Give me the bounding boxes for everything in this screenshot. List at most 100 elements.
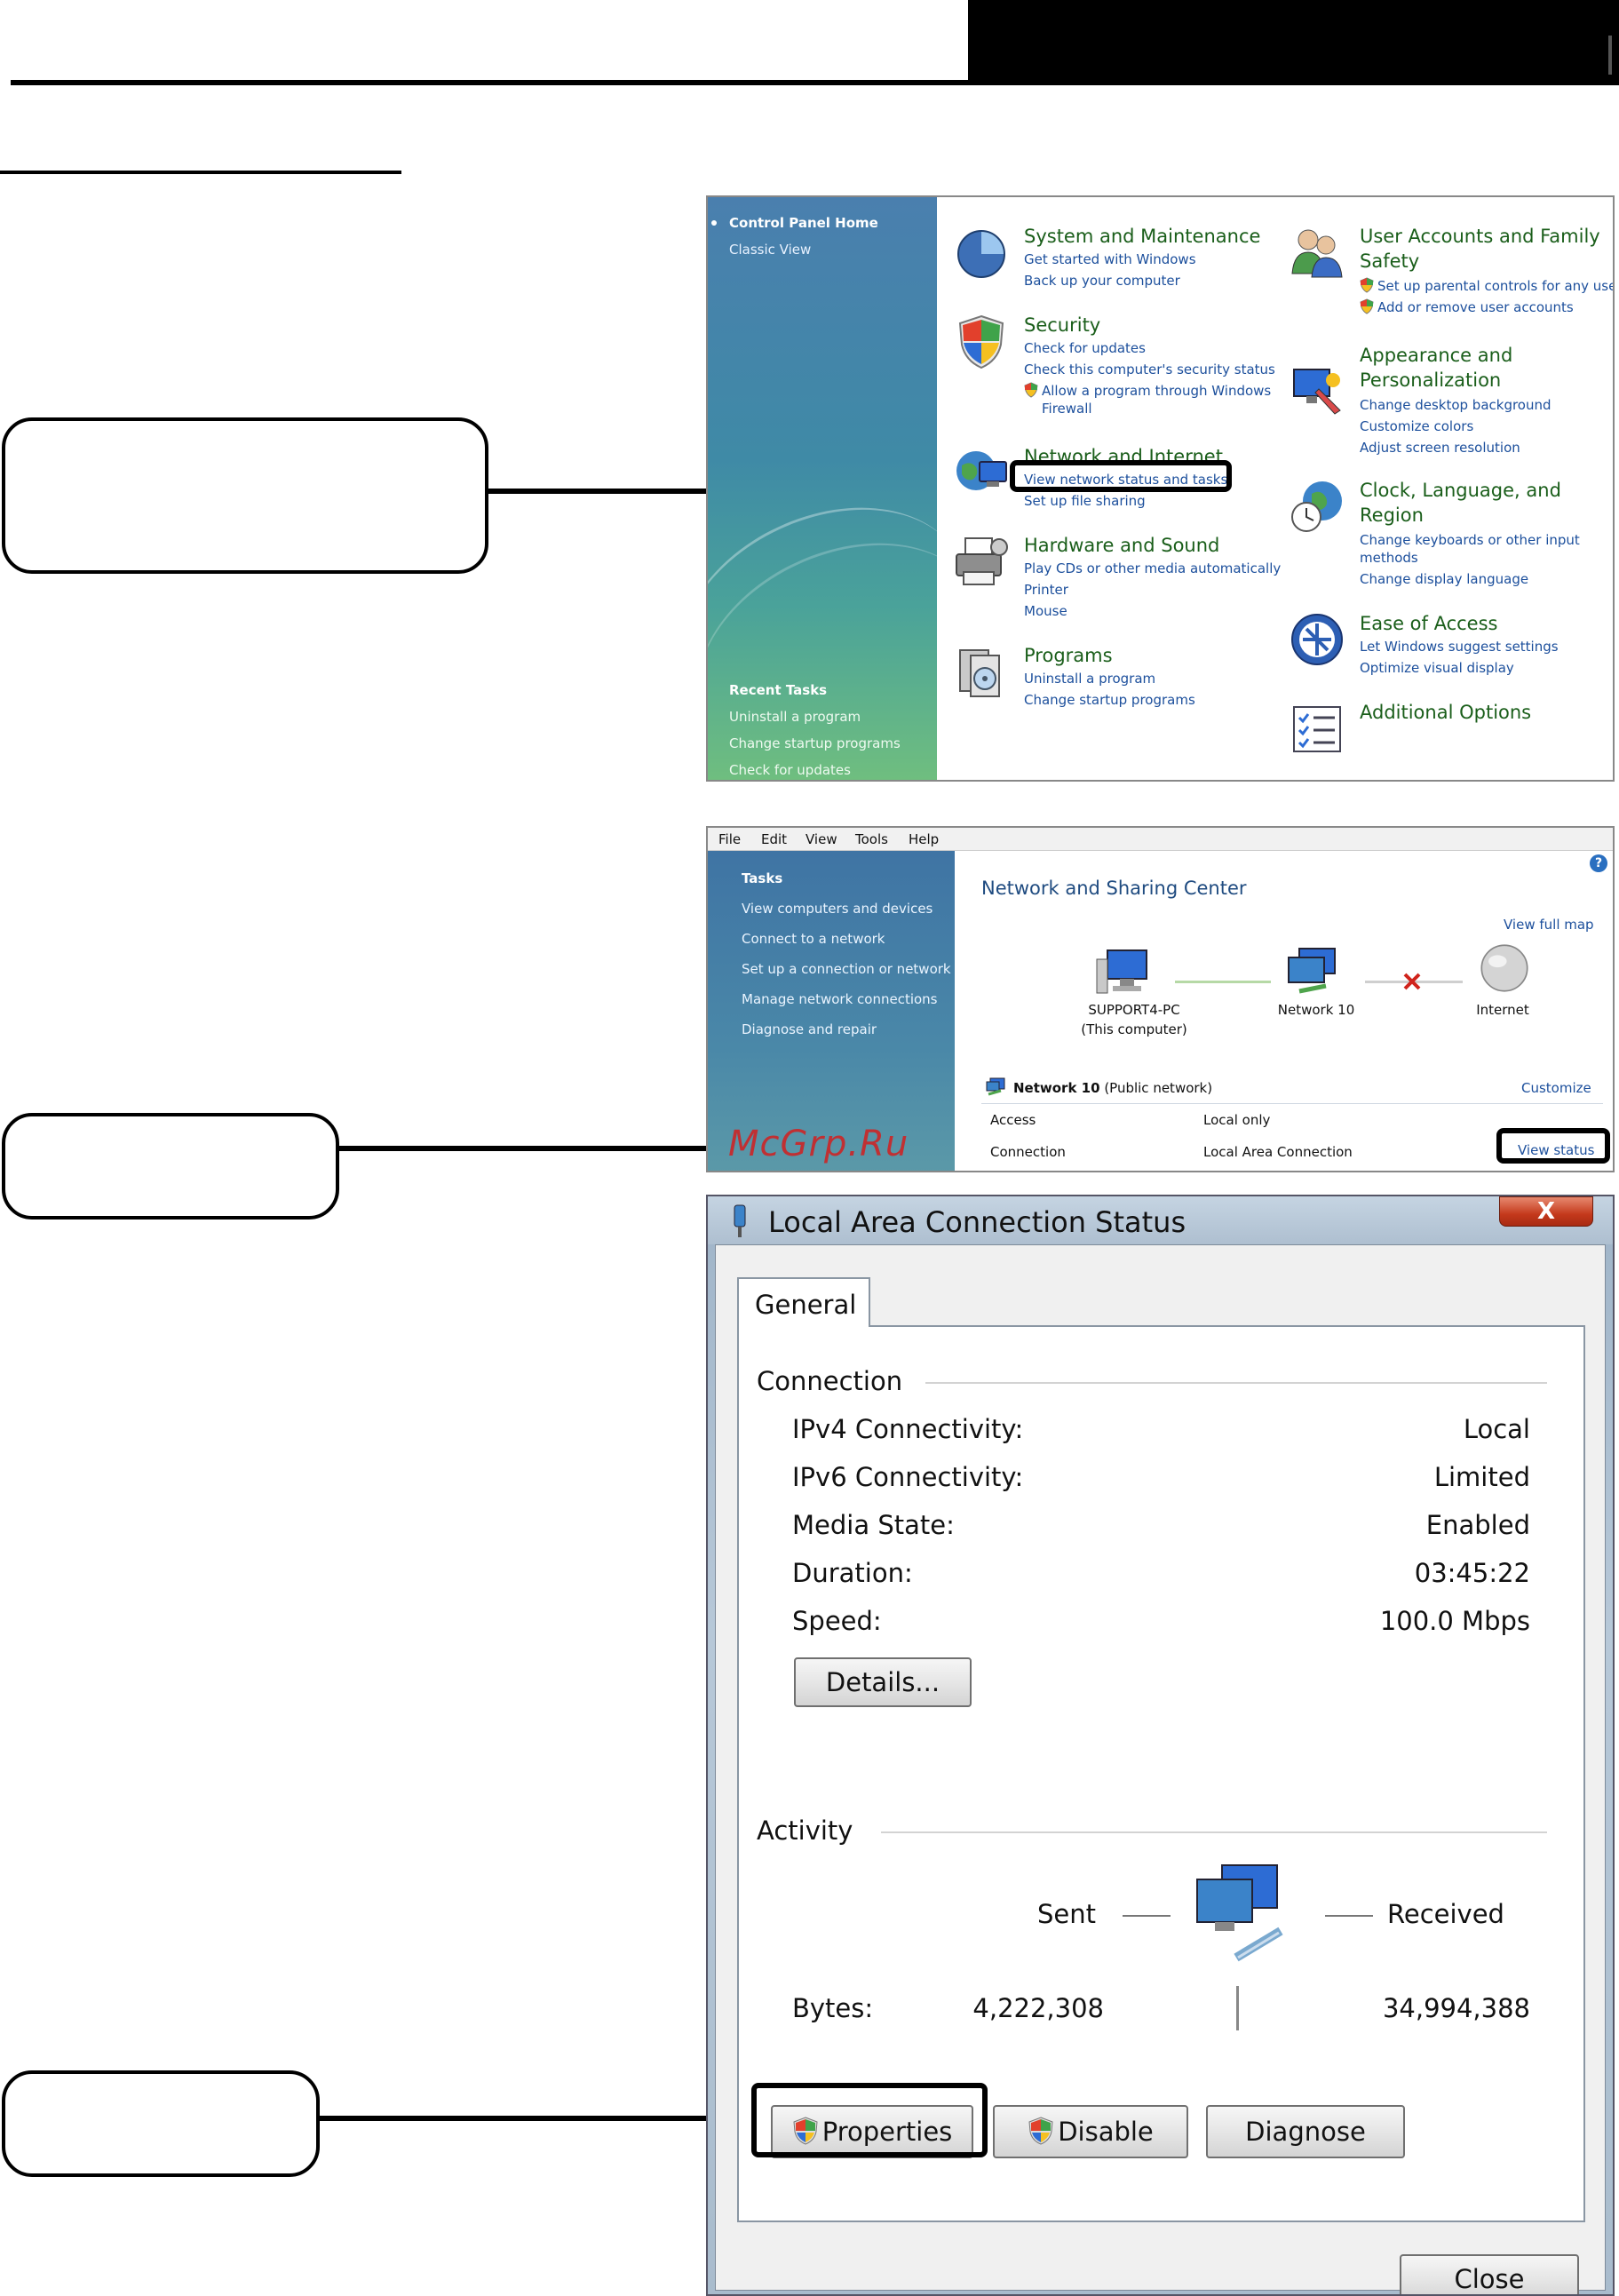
category-link[interactable]: Play CDs or other media automatically xyxy=(1024,560,1282,576)
category-link[interactable]: Let Windows suggest settings xyxy=(1360,639,1559,655)
category-link[interactable]: Firewall xyxy=(1042,401,1092,417)
category-link[interactable]: Adjust screen resolution xyxy=(1360,440,1520,456)
recent-task-link[interactable]: Uninstall a program xyxy=(729,709,861,725)
category-link-label: Allow a program through Windows xyxy=(1042,383,1272,399)
details-button[interactable]: Details... xyxy=(794,1657,972,1707)
task-link[interactable]: Manage network connections xyxy=(742,991,938,1007)
category-title[interactable]: Safety xyxy=(1360,250,1420,272)
dialog-body: Connection IPv4 Connectivity: Local IPv6… xyxy=(715,1244,1606,2294)
row-label: IPv4 Connectivity: xyxy=(792,1414,1024,1444)
bullet-icon xyxy=(711,220,717,226)
category-link[interactable]: Uninstall a program xyxy=(1024,671,1156,687)
menu-edit[interactable]: Edit xyxy=(761,831,788,847)
category-link[interactable]: methods xyxy=(1360,550,1418,566)
category-link[interactable]: Set up file sharing xyxy=(1024,493,1146,509)
classic-view-link[interactable]: Classic View xyxy=(729,242,812,258)
category-title[interactable]: System and Maintenance xyxy=(1024,226,1261,247)
group-line xyxy=(925,1382,1547,1384)
category-link[interactable]: Add or remove user accounts xyxy=(1360,298,1574,316)
help-icon[interactable]: ? xyxy=(1590,854,1607,872)
close-icon[interactable]: X xyxy=(1499,1196,1593,1227)
category-link[interactable]: Customize colors xyxy=(1360,418,1474,434)
task-link[interactable]: Set up a connection or network xyxy=(742,961,951,977)
shield-icon xyxy=(1360,277,1374,293)
row-label: Duration: xyxy=(792,1558,913,1588)
recent-task-link[interactable]: Change startup programs xyxy=(729,735,901,751)
network-sharing-center-window: File Edit View Tools Help Tasks View com… xyxy=(706,826,1615,1172)
view-network-status-link[interactable]: View network status and tasks xyxy=(1024,472,1228,488)
callout-box-1 xyxy=(2,417,488,574)
network-globe-icon xyxy=(956,451,1007,490)
header-black-bar xyxy=(968,0,1619,85)
row-value: Limited xyxy=(1433,1462,1530,1492)
callout-box-2 xyxy=(2,1113,339,1220)
printer-icon xyxy=(956,537,1008,585)
menu-view[interactable]: View xyxy=(806,831,837,847)
internet-node-label: Internet xyxy=(1476,1002,1529,1018)
category-title[interactable]: Additional Options xyxy=(1360,702,1532,723)
row-label: Media State: xyxy=(792,1510,955,1540)
computer-sub-label: (This computer) xyxy=(1081,1021,1187,1037)
task-link[interactable]: Connect to a network xyxy=(742,931,885,947)
view-status-link[interactable]: View status xyxy=(1518,1142,1595,1158)
category-link[interactable]: Check for updates xyxy=(1024,340,1146,356)
tasks-title: Tasks xyxy=(742,870,783,886)
diagnose-button[interactable]: Diagnose xyxy=(1206,2105,1405,2158)
status-dialog-window: Local Area Connection Status X Connectio… xyxy=(706,1195,1615,2296)
row-value: Local xyxy=(1463,1414,1530,1444)
view-full-map-link[interactable]: View full map xyxy=(1504,917,1594,933)
recent-task-link[interactable]: Check for updates xyxy=(729,762,851,778)
row-value: Enabled xyxy=(1425,1510,1530,1540)
category-title[interactable]: User Accounts and Family xyxy=(1360,226,1600,247)
network-node-label: Network 10 xyxy=(1277,1002,1355,1018)
connection-line xyxy=(1175,981,1271,983)
activity-group-title: Activity xyxy=(757,1815,866,1846)
programs-icon xyxy=(959,649,1000,697)
category-title[interactable]: Appearance and xyxy=(1360,345,1513,366)
category-link[interactable]: Change display language xyxy=(1360,571,1529,587)
category-link[interactable]: Get started with Windows xyxy=(1024,251,1196,267)
disable-button[interactable]: Disable xyxy=(993,2105,1188,2158)
task-link[interactable]: Diagnose and repair xyxy=(742,1021,877,1037)
category-title[interactable]: Hardware and Sound xyxy=(1024,535,1220,556)
highlight-view-status xyxy=(1496,1128,1610,1164)
general-tab-panel: Connection IPv4 Connectivity: Local IPv6… xyxy=(737,1325,1585,2222)
checklist-icon xyxy=(1293,706,1341,752)
category-link[interactable]: Mouse xyxy=(1024,603,1067,619)
internet-globe-icon xyxy=(1480,944,1528,992)
category-link[interactable]: Optimize visual display xyxy=(1360,660,1514,676)
task-link[interactable]: View computers and devices xyxy=(742,901,933,917)
category-title[interactable]: Programs xyxy=(1024,645,1113,666)
menu-file[interactable]: File xyxy=(718,831,742,847)
category-link[interactable]: Change desktop background xyxy=(1360,397,1552,413)
page-title: Network and Sharing Center xyxy=(981,878,1247,899)
category-link[interactable]: Set up parental controls for any user xyxy=(1360,277,1613,295)
category-link[interactable]: Change keyboards or other input xyxy=(1360,532,1580,548)
section-underline xyxy=(0,171,401,174)
menu-help[interactable]: Help xyxy=(909,831,940,847)
group-line xyxy=(881,1831,1547,1833)
category-link[interactable]: Back up your computer xyxy=(1024,273,1180,289)
customize-link[interactable]: Customize xyxy=(1521,1080,1591,1096)
shield-icon xyxy=(1024,382,1038,398)
category-title[interactable]: Region xyxy=(1360,504,1424,526)
activity-divider xyxy=(1236,1986,1239,2030)
tab-general[interactable]: General xyxy=(737,1277,870,1327)
row-label: Speed: xyxy=(792,1606,882,1636)
properties-button[interactable]: Properties xyxy=(771,2105,973,2158)
category-title[interactable]: Security xyxy=(1024,314,1101,336)
close-button[interactable]: Close xyxy=(1400,2254,1579,2294)
category-link[interactable]: Change startup programs xyxy=(1024,692,1195,708)
category-link[interactable]: Printer xyxy=(1024,582,1068,598)
uac-shield-icon xyxy=(1028,2117,1053,2145)
watermark: McGrp.Ru xyxy=(728,1124,909,1164)
menu-tools[interactable]: Tools xyxy=(855,831,888,847)
category-link[interactable]: Check this computer's security status xyxy=(1024,361,1275,377)
control-panel-home-link[interactable]: Control Panel Home xyxy=(711,215,878,231)
category-title[interactable]: Personalization xyxy=(1360,369,1502,391)
category-link[interactable]: Allow a program through Windows xyxy=(1024,382,1271,400)
callout-box-3 xyxy=(2,2070,320,2177)
connection-label: Connection xyxy=(990,1144,1066,1160)
category-title[interactable]: Ease of Access xyxy=(1360,613,1498,634)
category-title[interactable]: Clock, Language, and xyxy=(1360,480,1561,501)
